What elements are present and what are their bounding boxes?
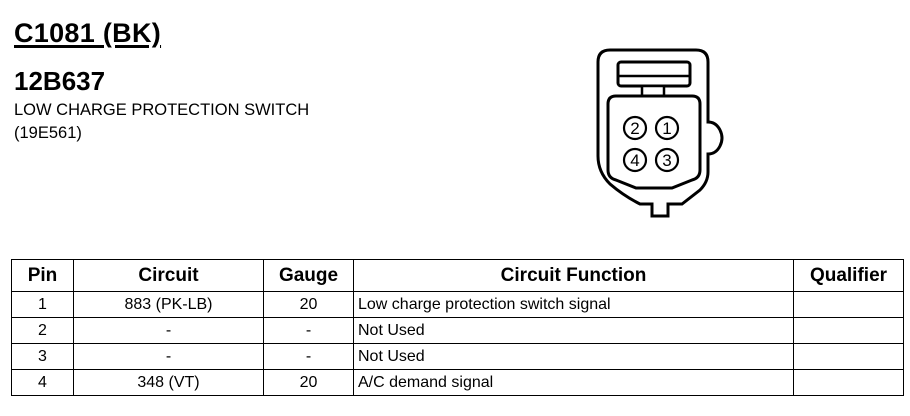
pin-2-label: 2 (630, 119, 639, 138)
cell-qualifier (793, 343, 904, 370)
component-name: LOW CHARGE PROTECTION SWITCH (14, 101, 310, 119)
pin-1-icon (654, 115, 680, 141)
connector-id: C1081 (BK) (14, 18, 162, 48)
connector-face-icon: 2 1 4 3 (596, 48, 724, 218)
cell-function: Not Used (353, 317, 794, 344)
part-number: 12B637 (14, 66, 106, 96)
cell-function: Low charge protection switch signal (353, 291, 794, 318)
component-code: (19E561) (14, 124, 82, 142)
cell-circuit: - (73, 317, 264, 344)
pin-4-label: 4 (630, 151, 639, 170)
header-circuit: Circuit (73, 259, 264, 292)
pin-2-icon (622, 115, 648, 141)
cell-qualifier (793, 291, 904, 318)
cell-gauge: - (263, 317, 354, 344)
pinout-table: Pin Circuit Gauge Circuit Function Quali… (11, 259, 904, 396)
table-row: 4 348 (VT) 20 A/C demand signal (11, 369, 904, 396)
table-row: 1 883 (PK-LB) 20 Low charge protection s… (11, 291, 904, 318)
cell-gauge: 20 (263, 369, 354, 396)
cell-gauge: 20 (263, 291, 354, 318)
header-qualifier: Qualifier (793, 259, 904, 292)
cell-function: Not Used (353, 343, 794, 370)
cell-function: A/C demand signal (353, 369, 794, 396)
cell-pin: 3 (11, 343, 74, 370)
header-circuit-function: Circuit Function (353, 259, 794, 292)
cell-qualifier (793, 317, 904, 344)
cell-circuit: 883 (PK-LB) (73, 291, 264, 318)
table-row: 2 - - Not Used (11, 317, 904, 344)
cell-qualifier (793, 369, 904, 396)
header-gauge: Gauge (263, 259, 354, 292)
pin-4-icon (622, 147, 648, 173)
cell-gauge: - (263, 343, 354, 370)
table-row: 3 - - Not Used (11, 343, 904, 370)
cell-pin: 2 (11, 317, 74, 344)
cell-circuit: - (73, 343, 264, 370)
cell-pin: 4 (11, 369, 74, 396)
header-pin: Pin (11, 259, 74, 292)
cell-pin: 1 (11, 291, 74, 318)
cell-circuit: 348 (VT) (73, 369, 264, 396)
pin-1-label: 1 (662, 119, 671, 138)
pin-3-icon (654, 147, 680, 173)
pin-3-label: 3 (662, 151, 671, 170)
table-header-row: Pin Circuit Gauge Circuit Function Quali… (11, 259, 904, 292)
